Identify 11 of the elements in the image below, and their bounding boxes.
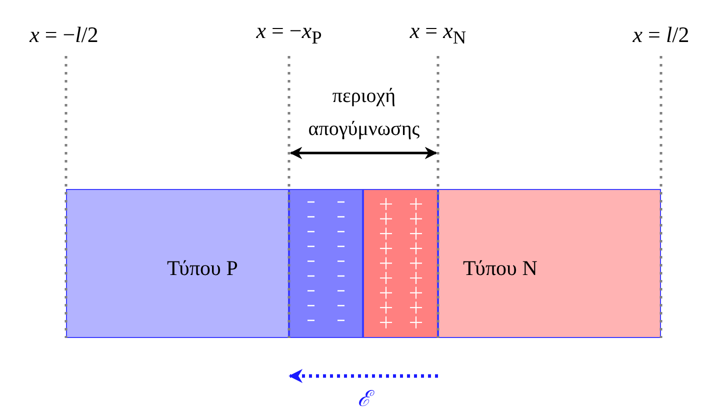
position-label: x = x$_{N}$ [410, 16, 466, 50]
region-label: Τύπου P [167, 256, 238, 281]
n-region [438, 189, 661, 338]
position-label: x = l/2 [632, 20, 690, 48]
depletion-region-label: περιοχή απογύμνωσης [307, 84, 421, 142]
position-label: x = −x$_{P}$ [256, 16, 322, 50]
region-label: Τύπου N [463, 256, 538, 281]
depletion-positive-region [363, 189, 438, 338]
position-label: x = −l/2 [30, 20, 98, 48]
p-region [66, 189, 289, 338]
depletion-negative-region [289, 189, 363, 338]
